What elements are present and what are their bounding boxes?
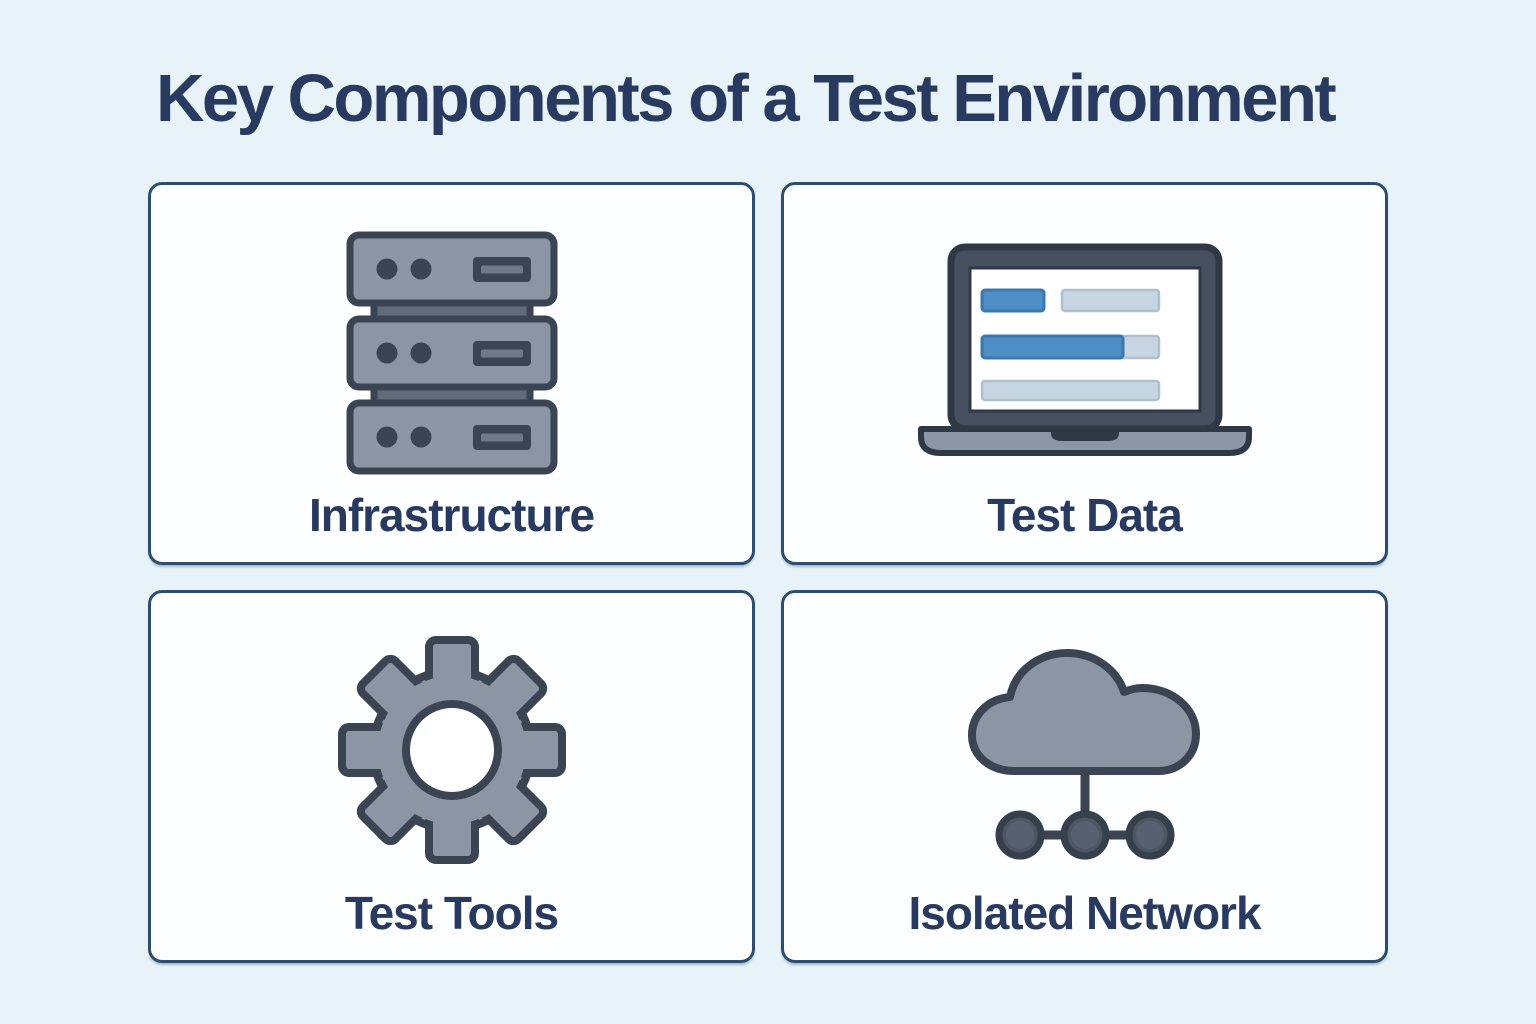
server-stack-icon-svg [346,231,557,475]
card-infrastructure: Infrastructure [148,182,755,565]
card-label-test-tools: Test Tools [344,887,559,939]
card-label-isolated-network: Isolated Network [908,887,1261,939]
server-stack-icon [346,231,558,475]
cloud-network-icon [960,629,1210,866]
gear-icon-svg [337,636,566,864]
page-title: Key Components of a Test Environment [156,61,1337,136]
card-label-infrastructure: Infrastructure [308,489,595,541]
card-label-test-data: Test Data [987,489,1183,541]
card-test-tools: Test Tools [148,590,755,963]
card-isolated-network: Isolated Network [781,590,1388,963]
gear-icon [337,635,567,865]
cloud-network-icon-svg [967,649,1200,860]
laptop-data-icon-svg [917,243,1252,456]
laptop-data-icon [915,243,1255,458]
card-test-data: Test Data [781,182,1388,565]
